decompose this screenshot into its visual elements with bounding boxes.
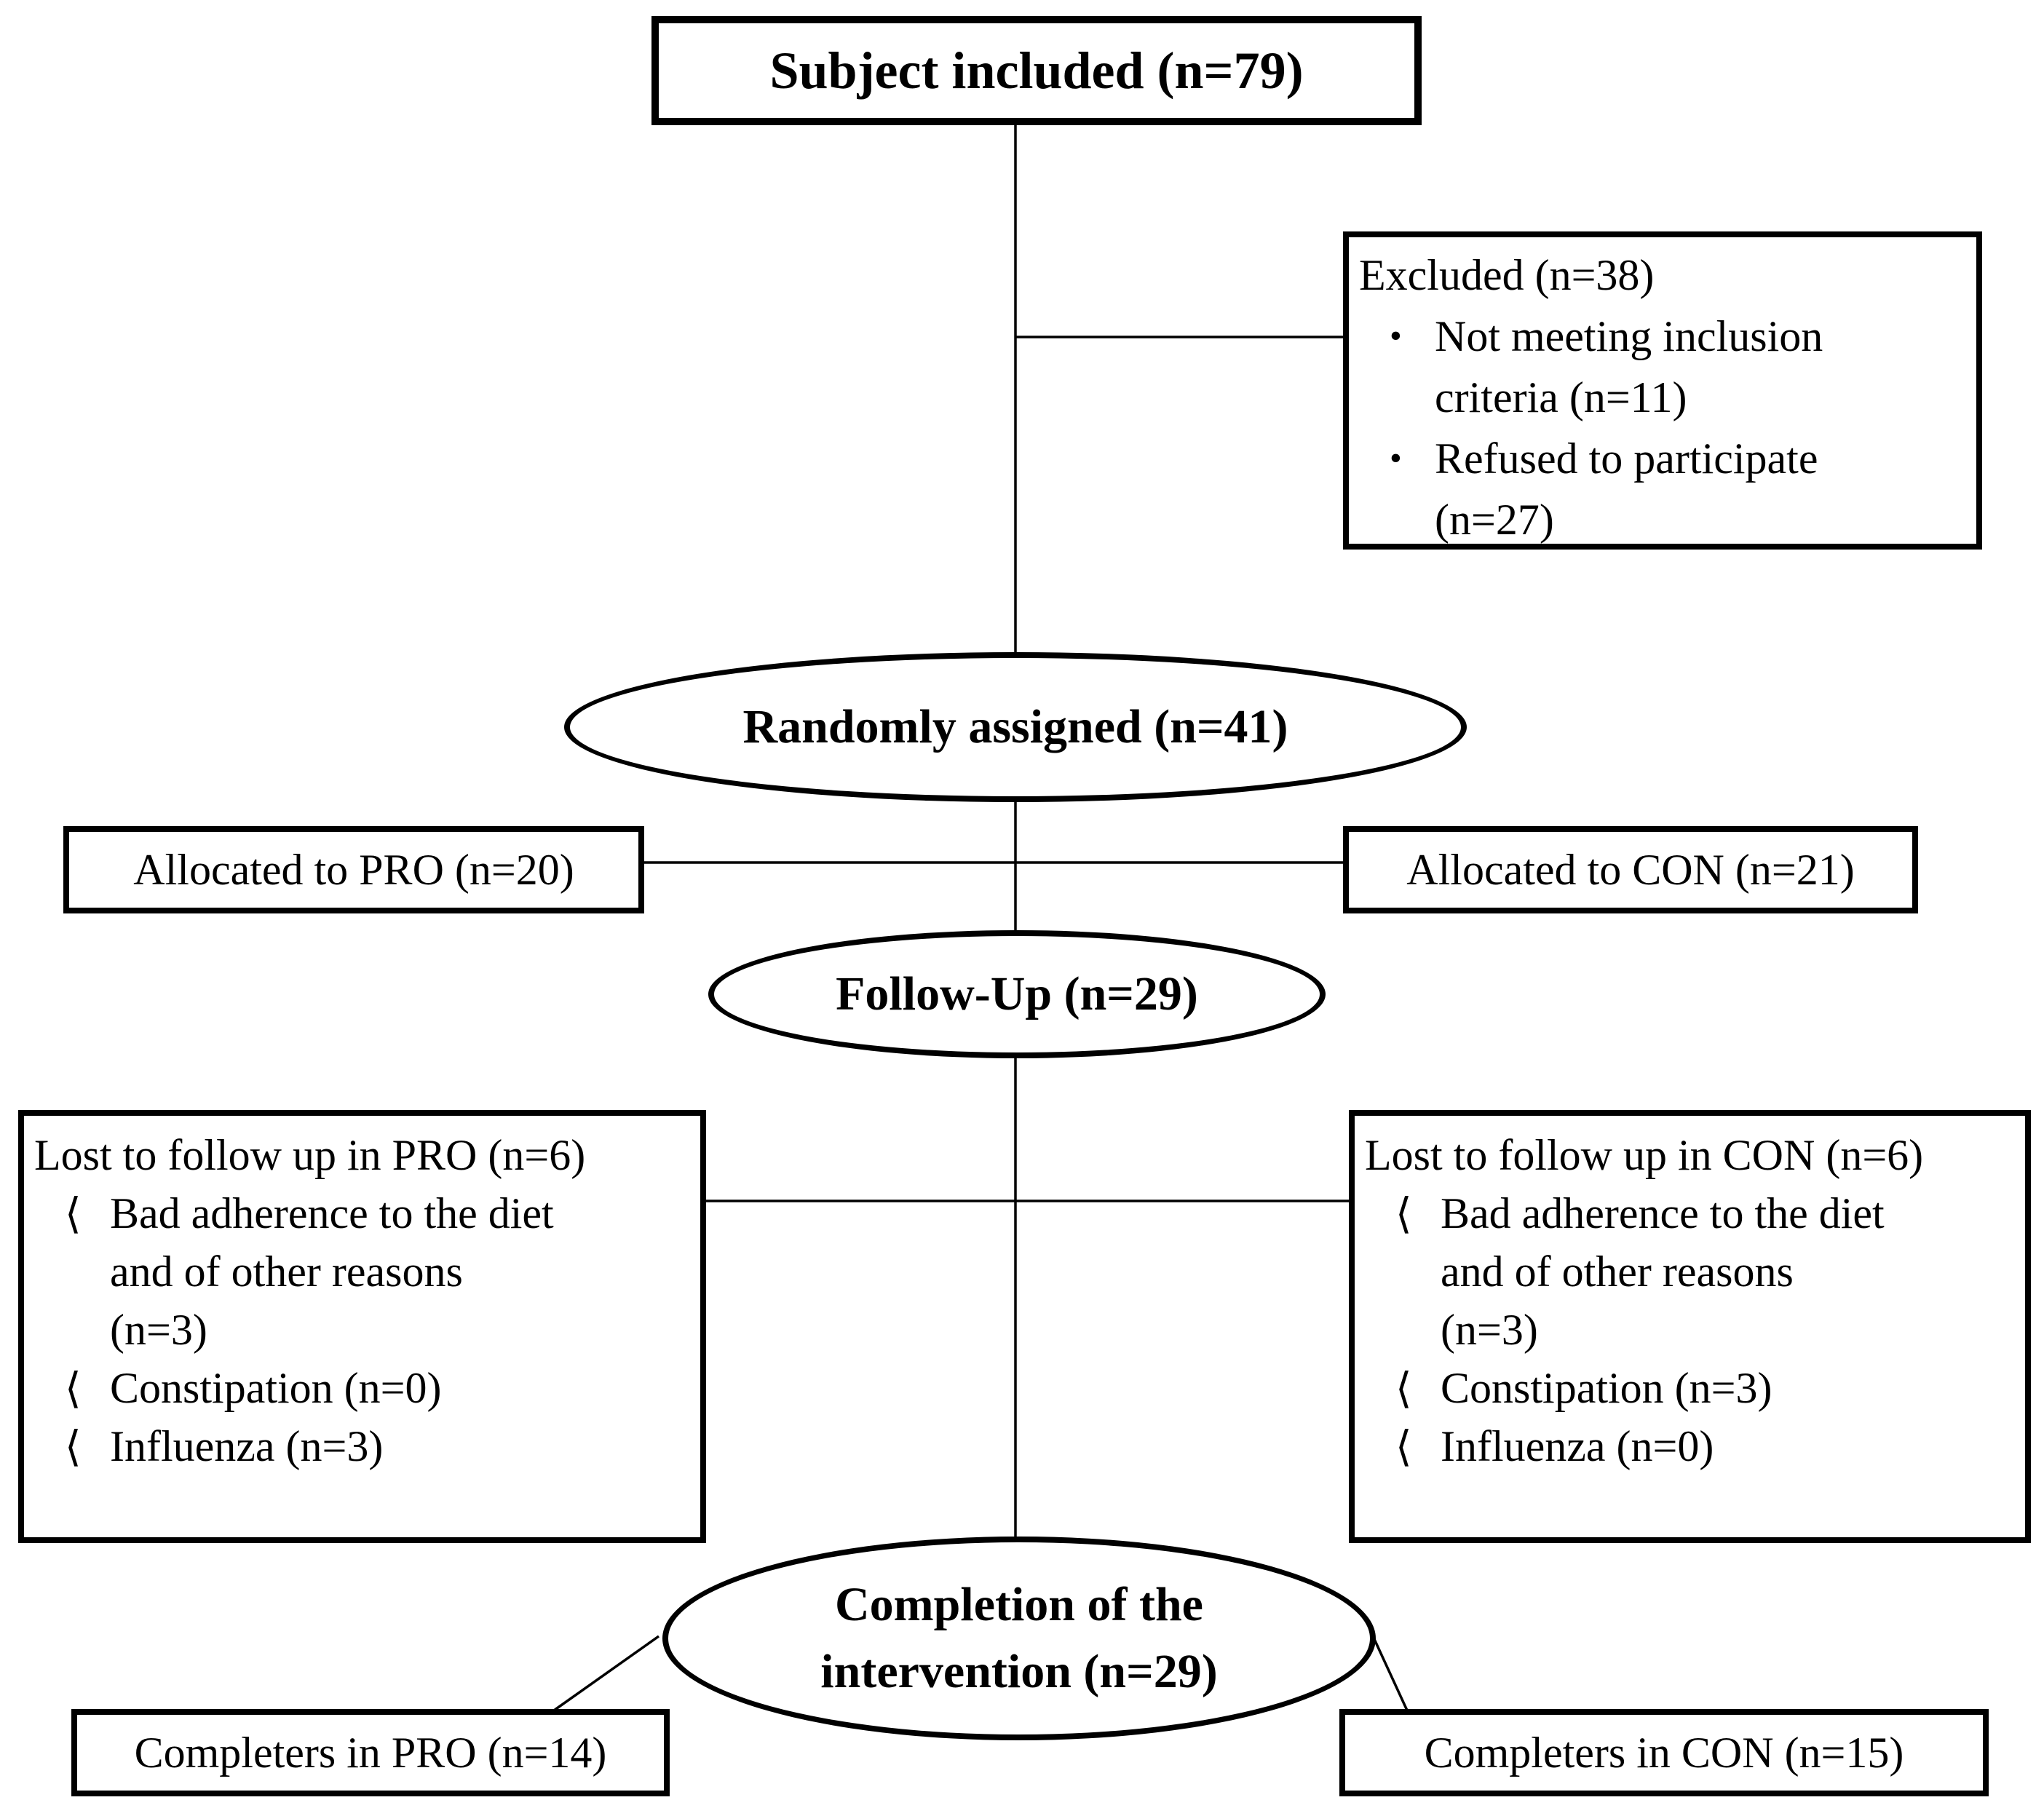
bullet-dot-icon: • (1390, 439, 1402, 477)
connector-completion-to-completers-pro (550, 1635, 660, 1713)
excluded-box: Excluded (n=38) • Not meeting inclusion … (1343, 231, 1982, 550)
item-line: Influenza (n=0) (1441, 1422, 1714, 1470)
allocated-con-label: Allocated to CON (n=21) (1406, 845, 1855, 894)
lost-pro-item: ⟨ Influenza (n=3) (24, 1417, 700, 1475)
lost-con-item: ⟨ Influenza (n=0) (1355, 1417, 2025, 1475)
item-line: and of other reasons (1441, 1248, 1794, 1296)
randomized-ellipse: Randomly assigned (n=41) (564, 652, 1467, 802)
lost-con-item-lines: Influenza (n=0) (1441, 1417, 2025, 1475)
angle-bracket-icon: ⟨ (65, 1363, 82, 1413)
completion-label: Completion of the intervention (n=29) (820, 1571, 1217, 1705)
randomized-label: Randomly assigned (n=41) (742, 700, 1288, 753)
item-line: Influenza (n=3) (110, 1422, 384, 1470)
lost-pro-item: ⟨ Bad adherence to the diet and of other… (24, 1184, 700, 1359)
angle-bracket-icon: ⟨ (1395, 1189, 1412, 1238)
item-line: (n=3) (1441, 1306, 1538, 1354)
lost-con-item: ⟨ Bad adherence to the diet and of other… (1355, 1184, 2025, 1359)
completion-ellipse: Completion of the intervention (n=29) (662, 1537, 1376, 1740)
lost-pro-box: Lost to follow up in PRO (n=6) ⟨ Bad adh… (18, 1110, 706, 1543)
completers-con-box: Completers in CON (n=15) (1339, 1709, 1989, 1796)
excluded-item: • Not meeting inclusion criteria (n=11) (1349, 306, 1976, 428)
connector-completion-to-completers-con (1373, 1638, 1409, 1713)
item-line: and of other reasons (110, 1248, 463, 1296)
completion-label-line1: Completion of the (835, 1578, 1203, 1631)
angle-bracket-icon: ⟨ (65, 1422, 82, 1471)
item-line: (n=27) (1435, 496, 1554, 544)
excluded-title: Excluded (n=38) (1359, 251, 1655, 299)
excluded-item-lines: Not meeting inclusion criteria (n=11) (1435, 306, 1976, 428)
item-line: criteria (n=11) (1435, 373, 1687, 421)
allocated-pro-box: Allocated to PRO (n=20) (63, 826, 644, 913)
lost-pro-item: ⟨ Constipation (n=0) (24, 1359, 700, 1417)
followup-ellipse: Follow-Up (n=29) (708, 930, 1326, 1058)
lost-con-item: ⟨ Constipation (n=3) (1355, 1359, 2025, 1417)
subject-included-label: Subject included (n=79) (769, 41, 1304, 100)
lost-con-box: Lost to follow up in CON (n=6) ⟨ Bad adh… (1349, 1110, 2031, 1543)
item-line: (n=3) (110, 1306, 207, 1354)
item-line: Not meeting inclusion (1435, 312, 1823, 360)
angle-bracket-icon: ⟨ (65, 1189, 82, 1238)
lost-pro-title: Lost to follow up in PRO (n=6) (34, 1131, 586, 1179)
completers-con-label: Completers in CON (n=15) (1424, 1728, 1904, 1777)
item-line: Constipation (n=0) (110, 1364, 442, 1412)
item-line: Bad adherence to the diet (1441, 1189, 1885, 1237)
bullet-dot-icon: • (1390, 317, 1402, 355)
allocated-con-box: Allocated to CON (n=21) (1343, 826, 1918, 913)
followup-label: Follow-Up (n=29) (836, 967, 1198, 1020)
completers-pro-box: Completers in PRO (n=14) (71, 1709, 670, 1796)
lost-pro-item-lines: Bad adherence to the diet and of other r… (110, 1184, 700, 1359)
completers-pro-label: Completers in PRO (n=14) (134, 1728, 607, 1777)
excluded-item-lines: Refused to participate (n=27) (1435, 428, 1976, 550)
lost-con-item-lines: Bad adherence to the diet and of other r… (1441, 1184, 2025, 1359)
lost-con-title: Lost to follow up in CON (n=6) (1365, 1131, 1924, 1179)
subject-included-box: Subject included (n=79) (651, 16, 1422, 125)
allocated-pro-label: Allocated to PRO (n=20) (133, 845, 574, 894)
lost-con-item-lines: Constipation (n=3) (1441, 1359, 2025, 1417)
item-line: Bad adherence to the diet (110, 1189, 554, 1237)
angle-bracket-icon: ⟨ (1395, 1363, 1412, 1413)
item-line: Refused to participate (1435, 435, 1818, 483)
lost-pro-item-lines: Influenza (n=3) (110, 1417, 700, 1475)
excluded-item: • Refused to participate (n=27) (1349, 428, 1976, 550)
completion-label-line2: intervention (n=29) (820, 1645, 1218, 1698)
lost-pro-item-lines: Constipation (n=0) (110, 1359, 700, 1417)
item-line: Constipation (n=3) (1441, 1364, 1772, 1412)
angle-bracket-icon: ⟨ (1395, 1422, 1412, 1471)
